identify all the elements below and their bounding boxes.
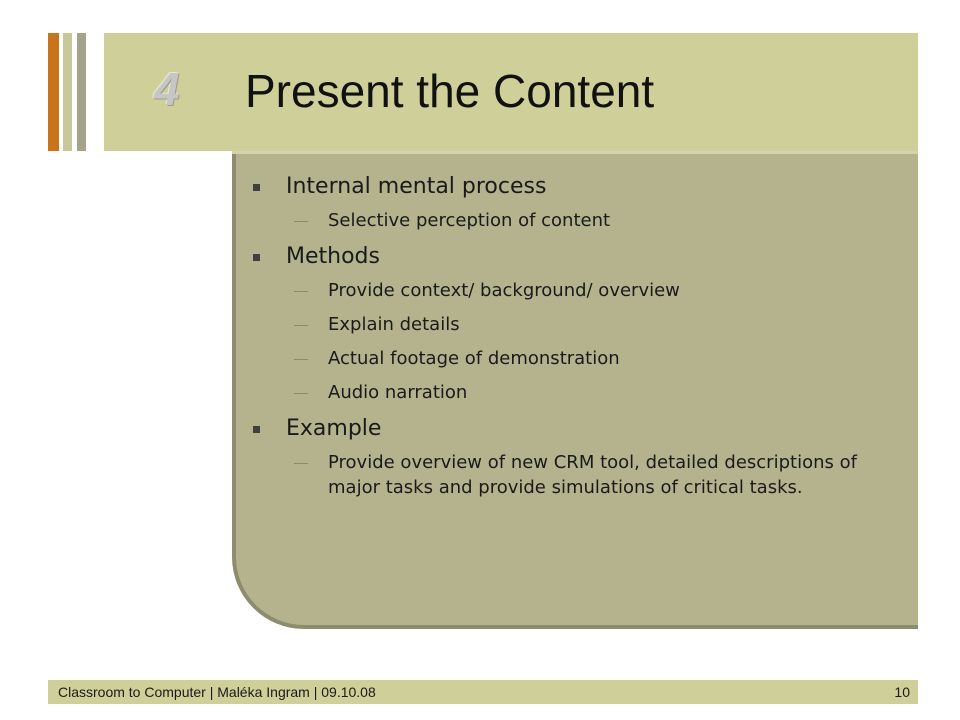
dash-bullet-icon xyxy=(294,325,308,326)
dash-bullet-icon xyxy=(294,393,308,394)
bullet-text: Internal mental process xyxy=(286,174,547,199)
dash-bullet-icon xyxy=(294,359,308,360)
dash-bullet-icon xyxy=(294,291,308,292)
sub-bullet-text: Explain details xyxy=(328,314,460,335)
sub-bullet-text: Audio narration xyxy=(328,382,468,403)
footer-text: Classroom to Computer | Maléka Ingram | … xyxy=(58,684,376,700)
sub-bullet-item: Selective perception of content xyxy=(252,208,892,233)
sub-bullet-item: Provide context/ background/ overview xyxy=(252,278,892,303)
slide-title: Present the Content xyxy=(245,65,655,117)
dash-bullet-icon xyxy=(294,463,308,464)
title-band xyxy=(104,33,918,151)
bullet-text: Example xyxy=(286,416,382,441)
sub-bullet-item: Explain details xyxy=(252,312,892,337)
dash-bullet-icon xyxy=(294,221,308,222)
slide-number: 4 xyxy=(154,63,180,115)
content-panel xyxy=(232,151,918,629)
footer-bar: Classroom to Computer | Maléka Ingram | … xyxy=(48,680,918,704)
accent-bar-gray xyxy=(77,33,86,151)
square-bullet-icon xyxy=(253,184,260,191)
page-number: 10 xyxy=(894,684,910,700)
sub-bullet-text: Selective perception of content xyxy=(328,210,611,231)
sub-bullet-item: Actual footage of demonstration xyxy=(252,346,892,371)
sub-bullet-item: Provide overview of new CRM tool, detail… xyxy=(252,450,892,500)
bullet-item: Example xyxy=(252,414,892,444)
sub-bullet-item: Audio narration xyxy=(252,380,892,405)
sub-bullet-text: Provide overview of new CRM tool, detail… xyxy=(328,452,857,498)
bullet-item: Internal mental process xyxy=(252,172,892,202)
bullet-list: Internal mental process Selective percep… xyxy=(252,172,892,509)
bullet-text: Methods xyxy=(286,244,380,269)
square-bullet-icon xyxy=(253,254,260,261)
accent-bar-light xyxy=(63,33,72,151)
sub-bullet-text: Provide context/ background/ overview xyxy=(328,280,680,301)
content-panel-highlight xyxy=(232,151,918,154)
sub-bullet-text: Actual footage of demonstration xyxy=(328,348,620,369)
bullet-item: Methods xyxy=(252,242,892,272)
accent-bar-orange xyxy=(48,33,59,151)
square-bullet-icon xyxy=(253,426,260,433)
